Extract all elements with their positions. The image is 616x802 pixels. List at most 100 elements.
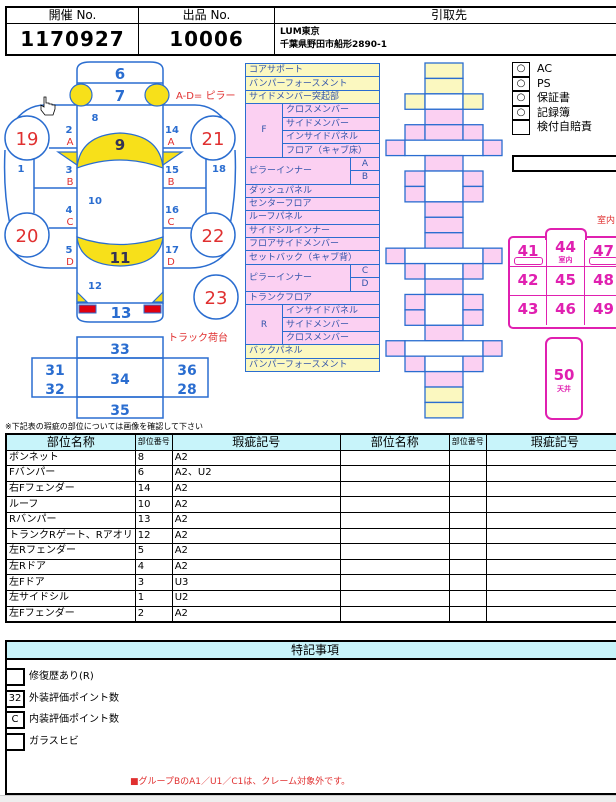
cell-part-name: 左Rドア: [6, 559, 135, 575]
frame-cell[interactable]: [405, 356, 425, 371]
frame-cell[interactable]: [463, 356, 483, 371]
cell-defect-2: [486, 512, 616, 528]
inspection-insurance-checkbox[interactable]: [512, 120, 530, 135]
pillar-legend: A-D= ピラー: [176, 90, 236, 102]
interior-49[interactable]: 49: [585, 296, 616, 325]
cell-part-no: 1: [135, 590, 172, 606]
frame-cell[interactable]: [425, 356, 463, 371]
frame-cell[interactable]: [405, 125, 425, 140]
pillar-b-right: B: [168, 177, 175, 188]
frame-cell[interactable]: [425, 402, 463, 417]
pillar-d-right: D: [167, 257, 175, 268]
interior-45[interactable]: 45: [547, 267, 585, 296]
frame-cell[interactable]: [425, 171, 463, 202]
interior-48[interactable]: 48: [585, 267, 616, 296]
frame-cell[interactable]: [425, 202, 463, 217]
frame-cell[interactable]: [463, 186, 483, 201]
frame-cell[interactable]: [386, 341, 405, 356]
frame-cell[interactable]: [425, 325, 463, 340]
frame-cell[interactable]: [425, 264, 463, 279]
label-28: 28: [177, 382, 196, 398]
repair-history-box[interactable]: [5, 668, 25, 686]
part-rear-reinforcement: バンパーフォースメント: [246, 358, 380, 371]
frame-cell[interactable]: [405, 140, 483, 155]
interior-41[interactable]: 41: [510, 238, 547, 267]
part-dash-panel: ダッシュパネル: [246, 184, 380, 197]
right-mirror[interactable]: [145, 84, 169, 106]
frame-cell[interactable]: [483, 341, 502, 356]
frame-cell[interactable]: [386, 140, 405, 155]
cell-defect-2: [486, 481, 616, 497]
pillar-a-left: A: [67, 137, 74, 148]
frame-cell[interactable]: [425, 387, 463, 402]
cell-defect: A2: [172, 559, 340, 575]
frame-cell[interactable]: [425, 233, 463, 248]
frame-cell[interactable]: [405, 294, 425, 309]
cell-defect-2: [486, 544, 616, 560]
ps-checkbox[interactable]: ○: [512, 77, 530, 92]
frame-cell[interactable]: [425, 156, 463, 171]
label-36: 36: [177, 363, 196, 379]
frame-cell[interactable]: [425, 372, 463, 387]
frame-cell[interactable]: [463, 171, 483, 186]
interior-42[interactable]: 42: [510, 267, 547, 296]
frame-cell[interactable]: [483, 140, 502, 155]
frame-cell[interactable]: [425, 94, 463, 109]
frame-cell[interactable]: [405, 186, 425, 201]
pillar-b-left: B: [67, 177, 74, 188]
interior-47[interactable]: 47: [585, 238, 616, 267]
interior-46[interactable]: 46: [547, 296, 585, 325]
cell-part-name-2: [340, 559, 449, 575]
frame-cell[interactable]: [425, 109, 463, 124]
cell-part-no-2: [449, 450, 486, 466]
left-mirror[interactable]: [70, 84, 92, 106]
cell-defect-2: [486, 590, 616, 606]
frame-cell[interactable]: [405, 94, 425, 109]
label-14: 14: [165, 125, 179, 136]
interior-points-box[interactable]: C: [5, 711, 25, 729]
frame-cell[interactable]: [425, 78, 463, 93]
frame-cell[interactable]: [463, 94, 483, 109]
part-f-floor: フロア（キャブ床）: [283, 144, 380, 157]
part-core-support: コアサポート: [246, 64, 380, 77]
frame-cell[interactable]: [463, 125, 483, 140]
frame-cell[interactable]: [425, 279, 463, 294]
pillar-inner-b: B: [351, 171, 380, 184]
label-8: 8: [92, 113, 99, 124]
frame-cell[interactable]: [405, 248, 483, 263]
auction-no-label: 開催 No.: [6, 7, 139, 24]
frame-cell[interactable]: [425, 63, 463, 78]
frame-cell[interactable]: [463, 310, 483, 325]
frame-cell[interactable]: [405, 310, 425, 325]
frame-cell[interactable]: [425, 294, 463, 325]
frame-cell[interactable]: [483, 248, 502, 263]
col-defect-2: 瑕疵記号: [486, 434, 616, 450]
records-checkbox[interactable]: ○: [512, 106, 530, 121]
frame-cell[interactable]: [405, 171, 425, 186]
cell-part-name-2: [340, 512, 449, 528]
frame-cell[interactable]: [425, 217, 463, 232]
frame-cell[interactable]: [405, 264, 425, 279]
interior-43[interactable]: 43: [510, 296, 547, 325]
frame-cell[interactable]: [386, 248, 405, 263]
label-34: 34: [110, 372, 130, 388]
frame-cell[interactable]: [463, 294, 483, 309]
part-pillar-inner-ab: ピラーインナー: [246, 157, 351, 184]
frame-cell[interactable]: [463, 264, 483, 279]
group-f: F: [246, 104, 283, 158]
frame-cell[interactable]: [405, 341, 483, 356]
glass-crack-box[interactable]: [5, 733, 25, 751]
exterior-points-box[interactable]: 32: [5, 690, 25, 708]
blank-field[interactable]: [512, 155, 616, 172]
warranty-checkbox[interactable]: ○: [512, 91, 530, 106]
ac-checkbox[interactable]: ○: [512, 62, 530, 77]
label-31: 31: [45, 363, 64, 379]
frame-cell[interactable]: [425, 125, 463, 140]
interior-label: 室内: [597, 213, 615, 226]
